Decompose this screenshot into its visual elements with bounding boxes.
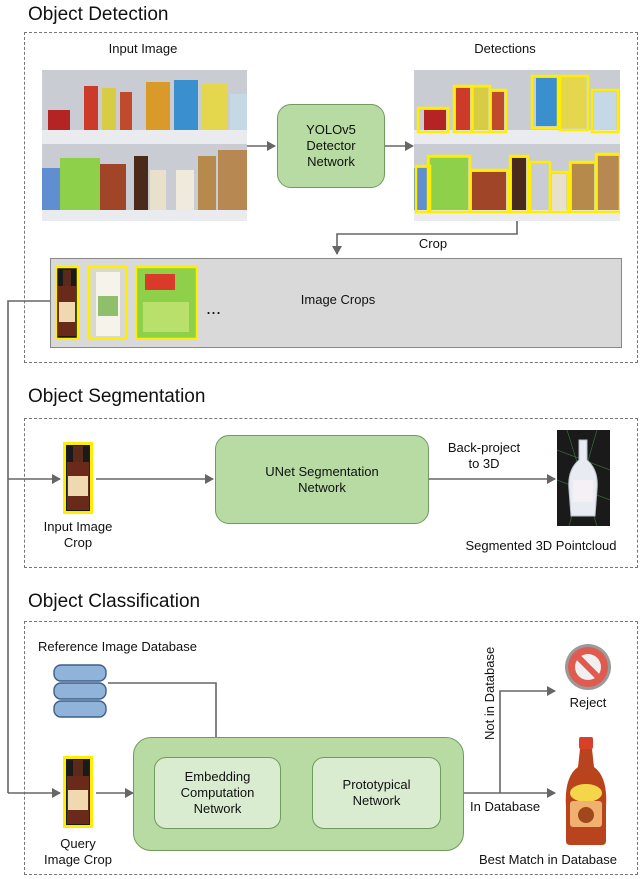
query-crop-label: Query Image Crop [44, 836, 112, 867]
pointcloud-label: Segmented 3D Pointcloud [465, 538, 617, 553]
input-image-label: Input Image [108, 41, 178, 56]
query-image-crop [63, 756, 93, 828]
crops-ellipsis: ... [206, 298, 222, 318]
in-database-label: In Database [470, 799, 541, 814]
arrow-not-in-database [499, 686, 556, 793]
detections-label: Detections [474, 41, 536, 56]
arrow-crop [332, 220, 518, 255]
section-title-detection: Object Detection [28, 4, 169, 25]
image-crops-label: Image Crops [300, 292, 376, 307]
segmentation-input-label: Input Image Crop [43, 519, 113, 550]
reference-database-label: Reference Image Database [38, 639, 197, 654]
yolo-detector-box: YOLOv5 Detector Network [277, 104, 385, 188]
classification-frame [24, 621, 638, 875]
crop-trunk-line [7, 300, 50, 793]
section-title-classification: Object Classification [28, 591, 201, 612]
unet-segmentation-box: UNet Segmentation Network [215, 435, 429, 524]
arrow-database-to-embedding [108, 682, 221, 755]
not-in-database-label: Not in Database [482, 646, 497, 740]
detections-shelf-image [414, 70, 620, 221]
segmentation-frame [24, 418, 638, 568]
crop-thumbnail-chips [135, 266, 198, 340]
backproject-label: Back-project to 3D [447, 440, 521, 471]
prototypical-network-box: Prototypical Network [312, 757, 441, 829]
database-icon [52, 663, 108, 721]
shelf-photo-detections [414, 70, 620, 221]
detection-frame [24, 32, 638, 363]
shelf-photo-input [42, 70, 247, 221]
pointcloud-image [557, 430, 610, 526]
section-title-segmentation: Object Segmentation [28, 386, 206, 407]
crop-thumbnail-syrup [55, 266, 79, 340]
best-match-bottle [560, 737, 612, 847]
embedding-network-box: Embedding Computation Network [154, 757, 281, 829]
reject-icon [563, 642, 613, 692]
crop-thumbnail-milk [88, 266, 128, 340]
segmentation-input-crop [63, 442, 93, 514]
reject-label: Reject [569, 695, 607, 710]
crop-label: Crop [418, 236, 448, 251]
input-shelf-image [42, 70, 247, 221]
best-match-label: Best Match in Database [478, 852, 618, 867]
